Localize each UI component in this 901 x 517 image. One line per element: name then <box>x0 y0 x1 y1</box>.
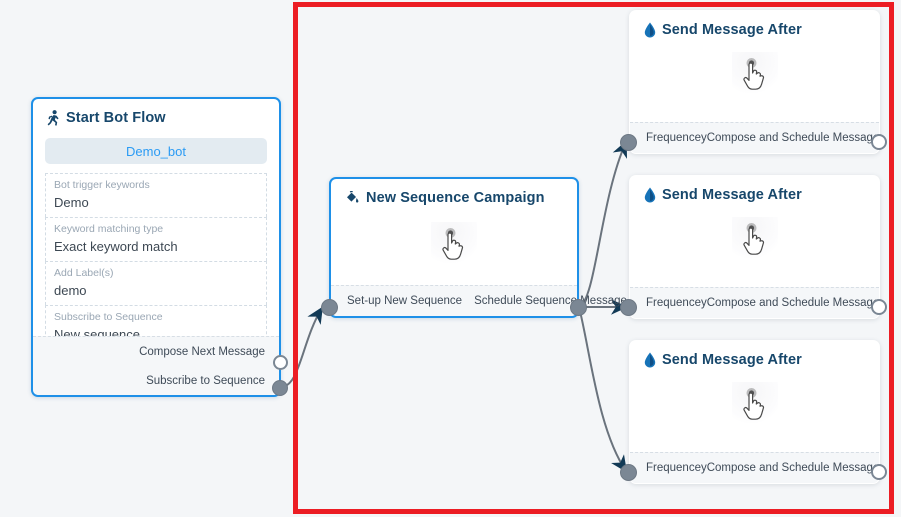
port-label-setup-new-sequence[interactable]: Set-up New Sequence <box>347 295 463 307</box>
port-row-subscribe-to-sequence[interactable]: Subscribe to Sequence <box>33 366 279 395</box>
node-title-start-bot-flow: Start Bot Flow <box>33 99 279 128</box>
port-frequency-input-2[interactable] <box>620 299 637 316</box>
port-setup-new-sequence-input[interactable] <box>321 299 338 316</box>
port-row-compose-next-message[interactable]: Compose Next Message <box>33 337 279 366</box>
footer-port-labels: Frequencey Compose and Schedule Message <box>630 132 879 144</box>
paint-bucket-icon <box>345 191 360 205</box>
port-label-compose-and-schedule-message[interactable]: Compose and Schedule Message <box>706 297 880 309</box>
water-droplet-icon <box>644 22 656 38</box>
hand-pointer-icon <box>731 217 778 263</box>
node-title-label: Start Bot Flow <box>66 110 166 126</box>
field-keyword-matching-type[interactable]: Keyword matching type Exact keyword matc… <box>45 217 267 261</box>
port-label-compose-and-schedule-message[interactable]: Compose and Schedule Message <box>706 132 880 144</box>
field-label: Subscribe to Sequence <box>54 311 163 323</box>
field-value: Exact keyword match <box>54 239 178 254</box>
node-body-new-sequence-campaign[interactable] <box>331 222 577 268</box>
footer-port-labels: Set-up New Sequence Schedule Sequence Me… <box>331 295 627 307</box>
port-compose-and-schedule-output-2[interactable] <box>871 299 887 315</box>
node-body-send-message-after-2[interactable] <box>630 217 879 263</box>
hand-pointer-icon <box>731 52 778 98</box>
footer-port-labels: Frequencey Compose and Schedule Message <box>630 462 879 474</box>
node-title-send-message-after: Send Message After <box>630 11 879 40</box>
node-title-send-message-after: Send Message After <box>630 176 879 205</box>
port-subscribe-to-sequence[interactable] <box>272 380 288 396</box>
port-compose-next-message[interactable] <box>273 355 288 370</box>
hand-pointer-icon <box>431 222 477 268</box>
node-title-send-message-after: Send Message After <box>630 341 879 370</box>
node-footer-new-sequence-campaign: Set-up New Sequence Schedule Sequence Me… <box>331 285 627 316</box>
field-value: demo <box>54 283 87 298</box>
field-add-labels[interactable]: Add Label(s) demo <box>45 261 267 305</box>
port-label-frequency[interactable]: Frequencey <box>646 462 707 474</box>
node-title-label: Send Message After <box>662 187 802 203</box>
bot-field-list: Bot trigger keywords Demo Keyword matchi… <box>45 173 267 350</box>
node-send-message-after-2[interactable]: Send Message After Frequencey Compose an… <box>629 175 880 319</box>
field-bot-trigger-keywords[interactable]: Bot trigger keywords Demo <box>45 173 267 217</box>
node-footer-start-bot-flow: Compose Next Message Subscribe to Sequen… <box>33 336 279 395</box>
footer-port-labels: Frequencey Compose and Schedule Message <box>630 297 879 309</box>
port-label-frequency[interactable]: Frequencey <box>646 297 707 309</box>
bot-pill-button[interactable]: Demo_bot <box>45 138 267 164</box>
node-send-message-after-3[interactable]: Send Message After Frequencey Compose an… <box>629 340 880 484</box>
running-person-icon <box>47 110 60 126</box>
hand-pointer-icon <box>731 382 778 428</box>
port-schedule-sequence-message-output[interactable] <box>570 299 587 316</box>
node-title-label: Send Message After <box>662 22 802 38</box>
port-label-schedule-sequence-message[interactable]: Schedule Sequence Message <box>474 295 627 307</box>
port-label: Subscribe to Sequence <box>146 374 265 387</box>
node-new-sequence-campaign[interactable]: New Sequence Campaign Set-up New Sequenc… <box>329 177 627 318</box>
field-label: Bot trigger keywords <box>54 179 150 191</box>
node-title-new-sequence-campaign: New Sequence Campaign <box>331 179 577 208</box>
node-body-send-message-after-1[interactable] <box>630 52 879 98</box>
port-label-frequency[interactable]: Frequencey <box>646 132 707 144</box>
node-footer-send-message-after-3: Frequencey Compose and Schedule Message <box>630 452 879 483</box>
node-start-bot-flow[interactable]: Start Bot Flow Demo_bot Bot trigger keyw… <box>31 97 281 397</box>
bot-pill-label: Demo_bot <box>126 143 186 159</box>
field-label: Add Label(s) <box>54 267 114 279</box>
node-title-label: Send Message After <box>662 352 802 368</box>
port-compose-and-schedule-output-3[interactable] <box>871 464 887 480</box>
node-footer-send-message-after-1: Frequencey Compose and Schedule Message <box>630 122 879 153</box>
field-label: Keyword matching type <box>54 223 164 235</box>
field-value: Demo <box>54 195 89 210</box>
node-send-message-after-1[interactable]: Send Message After Frequencey Compose an… <box>629 10 880 154</box>
node-title-label: New Sequence Campaign <box>366 190 545 206</box>
port-compose-and-schedule-output-1[interactable] <box>871 134 887 150</box>
node-body-send-message-after-3[interactable] <box>630 382 879 428</box>
port-label: Compose Next Message <box>139 345 265 358</box>
node-footer-send-message-after-2: Frequencey Compose and Schedule Message <box>630 287 879 318</box>
port-frequency-input-3[interactable] <box>620 464 637 481</box>
water-droplet-icon <box>644 352 656 368</box>
port-frequency-input-1[interactable] <box>620 134 637 151</box>
water-droplet-icon <box>644 187 656 203</box>
port-label-compose-and-schedule-message[interactable]: Compose and Schedule Message <box>706 462 880 474</box>
